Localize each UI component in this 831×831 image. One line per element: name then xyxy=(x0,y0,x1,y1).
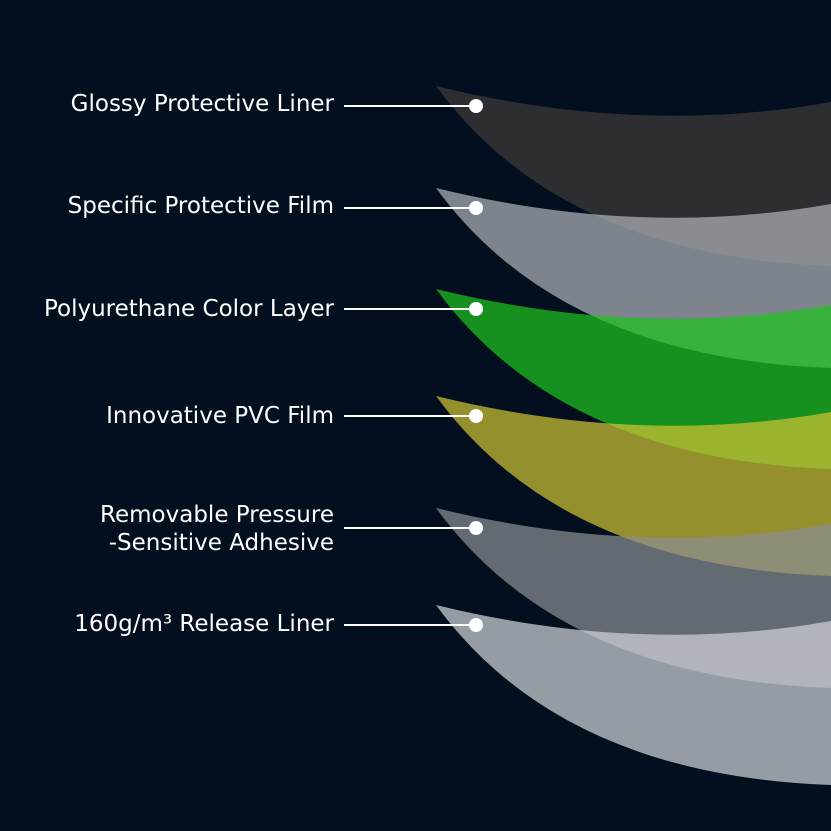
leader-dot-release xyxy=(469,618,483,632)
leader-dot-pvc xyxy=(469,409,483,423)
label-polyurethane-color-layer: Polyurethane Color Layer xyxy=(43,296,334,322)
label-glossy-protective-liner: Glossy Protective Liner xyxy=(70,91,334,117)
leader-dot-specific xyxy=(469,201,483,215)
leader-dot-glossy xyxy=(469,99,483,113)
sheet-release xyxy=(436,605,831,785)
leader-dot-adhesive xyxy=(469,521,483,535)
leader-dot-polyurethane xyxy=(469,302,483,316)
sheet-pvc xyxy=(436,396,831,576)
label-removable-pressure-sensitive-adhesive: Removable Pressure -Sensitive Adhesive xyxy=(100,502,334,556)
label-release-liner: 160g/m³ Release Liner xyxy=(74,611,334,637)
label-specific-protective-film: Specific Protective Film xyxy=(67,193,334,219)
label-innovative-pvc-film: Innovative PVC Film xyxy=(106,403,334,429)
